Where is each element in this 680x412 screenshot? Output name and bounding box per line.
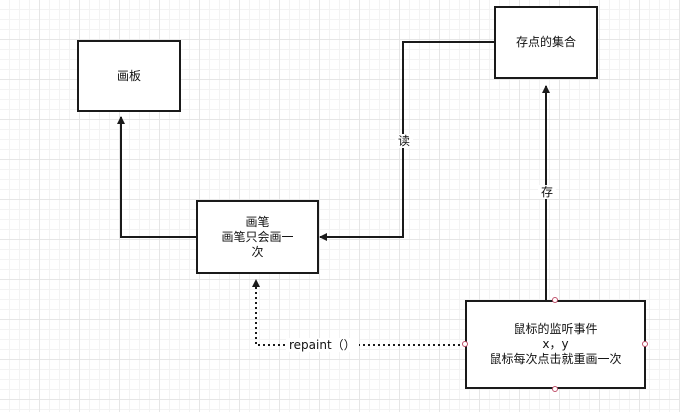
mouse-listener-box[interactable]: 鼠标的监听事件 x，y 鼠标每次点击就重画一次: [465, 300, 646, 389]
read-edge-label: 读: [395, 134, 414, 148]
selection-handle-right[interactable]: [642, 341, 648, 347]
canvas-board-box[interactable]: 画板: [77, 40, 181, 112]
point-set-box[interactable]: 存点的集合: [494, 6, 598, 79]
pen-box[interactable]: 画笔 画笔只会画一 次: [196, 200, 319, 274]
mouse-listener-label-line2: x，y: [542, 337, 569, 351]
arrow-pen-to-canvas-board[interactable]: [117, 116, 197, 238]
pen-label-line3: 次: [251, 244, 264, 259]
canvas-board-label: 画板: [116, 68, 141, 83]
arrow-mouse-to-pen-repaint[interactable]: [252, 279, 465, 346]
store-edge-label: 存: [538, 185, 557, 199]
selection-handle-bottom[interactable]: [552, 386, 558, 392]
mouse-listener-label-line1: 鼠标的监听事件: [513, 322, 598, 336]
mouse-listener-label-line3: 鼠标每次点击就重画一次: [489, 352, 622, 366]
pen-label-line2: 画笔只会画一: [221, 229, 294, 244]
pen-label-line1: 画笔: [245, 214, 270, 229]
selection-handle-left[interactable]: [462, 341, 468, 347]
repaint-edge-label: repaint（）: [286, 338, 359, 352]
point-set-label: 存点的集合: [515, 35, 576, 49]
selection-handle-top[interactable]: [552, 297, 558, 303]
